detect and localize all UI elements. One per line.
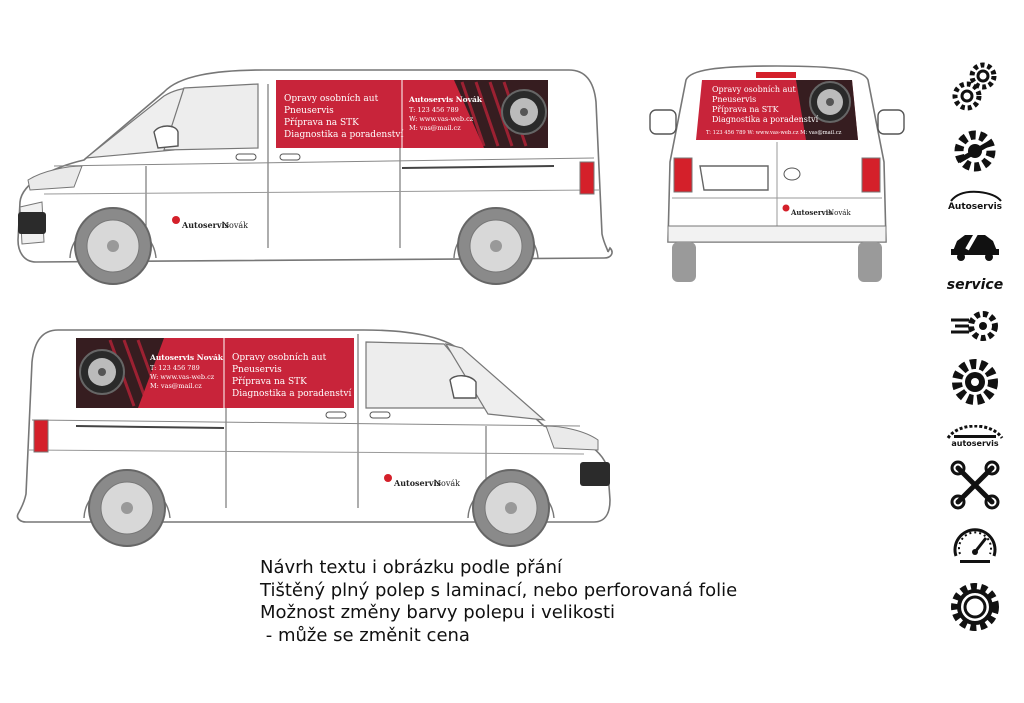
service-logo-label: service <box>946 277 1004 293</box>
van-side-left: Autoservis Novák T: 123 456 789 W: www.v… <box>16 329 611 547</box>
rear-wheel <box>88 469 166 547</box>
gears-icon <box>940 60 1010 112</box>
van-side-right: Opravy osobních aut Pneuservis Příprava … <box>17 69 613 285</box>
mail: M: vas@mail.cz <box>409 124 461 132</box>
car-logo-icon: Autoservis <box>940 188 1010 214</box>
front-wheel <box>472 469 550 547</box>
svg-text:Autoservis: Autoservis <box>181 220 230 230</box>
gear-tools-icon <box>940 356 1010 408</box>
car-gear-logo-label: autoservis <box>951 438 999 448</box>
car-gear-logo-icon: autoservis <box>940 420 1010 452</box>
svg-text:M: vas@mail.cz: M: vas@mail.cz <box>150 382 202 390</box>
service-line-2: Pneuservis <box>284 106 334 116</box>
service-logo-icon: service <box>940 270 1010 300</box>
speedometer-icon <box>940 520 1010 570</box>
car-logo-label: Autoservis <box>947 202 1003 212</box>
svg-text:Autoservis: Autoservis <box>790 208 832 217</box>
web: W: www.vas-web.cz <box>409 115 474 123</box>
svg-text:Diagnostika a poradenství: Diagnostika a poradenství <box>232 388 352 399</box>
svg-text:Novák: Novák <box>828 209 851 217</box>
svg-text:Novák: Novák <box>434 479 460 488</box>
rear-wheel <box>457 207 535 285</box>
svg-text:Autoservis Novák: Autoservis Novák <box>149 353 224 362</box>
service-line-3: Příprava na STK <box>284 117 359 128</box>
van-rear: Opravy osobních aut Pneuservis Příprava … <box>649 65 905 282</box>
svg-text:Diagnostika a poradenství: Diagnostika a poradenství <box>712 115 819 124</box>
note-line-4: - může se změnit cena <box>260 624 470 646</box>
front-wheel <box>74 207 152 285</box>
svg-text:T: 123 456 789: T: 123 456 789 <box>150 364 200 372</box>
note-line-3: Možnost změny barvy polepu i velikosti <box>260 602 616 623</box>
svg-text:Příprava na STK: Příprava na STK <box>712 105 780 114</box>
door-logo: Autoservis Novák <box>172 216 248 230</box>
company-name: Autoservis Novák <box>408 95 483 104</box>
svg-text:Opravy osobních aut: Opravy osobních aut <box>712 85 797 94</box>
single-gear-icon <box>940 580 1010 634</box>
rear-logo: Autoservis Novák <box>782 204 851 217</box>
fast-gear-icon <box>940 306 1010 346</box>
svg-text:W: www.vas-web.cz: W: www.vas-web.cz <box>150 373 215 381</box>
svg-text:Novák: Novák <box>222 221 248 230</box>
svg-text:Opravy osobních aut: Opravy osobních aut <box>232 352 327 363</box>
side-wrap-right: Opravy osobních aut Pneuservis Příprava … <box>276 80 548 148</box>
note-line-2: Tištěný plný polep s laminací, nebo perf… <box>260 579 738 601</box>
notes-block: Návrh textu i obrázku podle přání Tištěn… <box>260 557 820 647</box>
rear-wrap: Opravy osobních aut Pneuservis Příprava … <box>696 72 858 140</box>
door-logo: Autoservis Novák <box>384 474 460 488</box>
gear-wrench-icon <box>940 124 1010 178</box>
rear-contact: T: 123 456 789 W: www.vas-web.cz M: vas@… <box>706 129 842 136</box>
svg-text:Pneuservis: Pneuservis <box>712 95 756 104</box>
service-line-4: Diagnostika a poradenství <box>284 129 404 140</box>
side-wrap-left: Autoservis Novák T: 123 456 789 W: www.v… <box>76 338 354 408</box>
service-line-1: Opravy osobních aut <box>284 93 379 104</box>
svg-text:Pneuservis: Pneuservis <box>232 365 282 375</box>
svg-text:Autoservis: Autoservis <box>393 478 442 488</box>
svg-text:Příprava na STK: Příprava na STK <box>232 376 307 387</box>
phone: T: 123 456 789 <box>409 106 459 114</box>
car-repair-icon <box>940 226 1010 262</box>
crossed-wrenches-icon <box>940 460 1010 510</box>
note-line-1: Návrh textu i obrázku podle přání <box>260 557 562 578</box>
